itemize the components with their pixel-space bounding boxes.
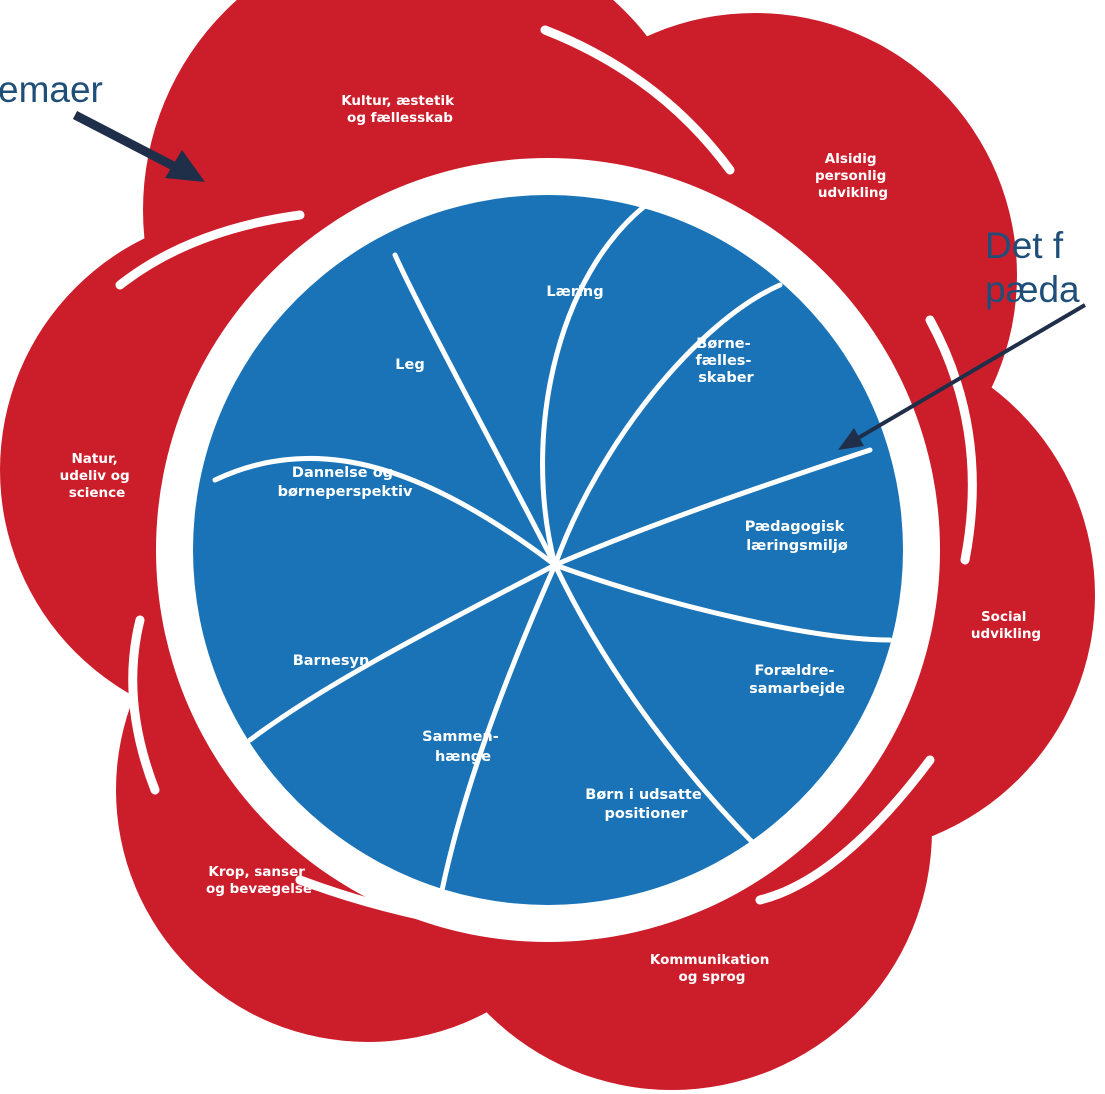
label-barnesyn: Barnesyn bbox=[293, 653, 370, 669]
callout-arrows bbox=[72, 111, 1087, 450]
inner-element-pinwheel bbox=[193, 192, 903, 905]
label-sammen: Sammen- hænge bbox=[422, 729, 504, 765]
label-leg: Leg bbox=[395, 357, 424, 373]
arrow-left-head bbox=[165, 150, 205, 182]
arrow-right-head bbox=[838, 428, 864, 450]
swirl-line-9 bbox=[392, 252, 558, 568]
label-foraeldre: Forældre- samarbejde bbox=[749, 663, 845, 697]
label-kultur: Kultur, æstetik og fællesskab bbox=[341, 93, 459, 126]
callout-foundation-line-1: Det f bbox=[985, 225, 1064, 266]
swirl-line-2 bbox=[552, 282, 783, 568]
label-paedagogisk: Pædagogisk læringsmiljø bbox=[745, 519, 850, 554]
arrow-right bbox=[851, 303, 1087, 443]
label-boern-udsatte: Børn i udsatte positioner bbox=[585, 787, 706, 822]
swirl-line-6 bbox=[437, 562, 558, 903]
callout-foundation-line-2: pæda bbox=[985, 269, 1080, 310]
element-labels: Læring Leg Børne- fælles- skaber Dannels… bbox=[278, 284, 850, 822]
label-natur: Natur, udeliv og science bbox=[60, 451, 135, 501]
label-kommunikation: Kommunikation og sprog bbox=[650, 952, 774, 985]
outer-petal-dividers bbox=[115, 25, 977, 930]
label-alsidig: Alsidig personlig udvikling bbox=[815, 151, 891, 201]
label-boernefaelles: Børne- fælles- skaber bbox=[696, 336, 757, 386]
callout-themes-text: emaer bbox=[0, 69, 103, 110]
label-laering: Læring bbox=[546, 284, 603, 300]
label-dannelse: Dannelse og børneperspektiv bbox=[278, 465, 413, 500]
arrow-left bbox=[72, 111, 188, 176]
swirl-line-3 bbox=[552, 447, 873, 568]
swirl-line-1 bbox=[540, 192, 663, 568]
swirl-line-4 bbox=[552, 562, 893, 643]
label-krop: Krop, sanser og bevægelse bbox=[206, 864, 312, 897]
callout-foundation-text: Det f pæda bbox=[985, 224, 1080, 312]
swirl-line-8 bbox=[212, 455, 558, 568]
swirl-line-7 bbox=[247, 562, 558, 743]
swirl-line-5 bbox=[552, 562, 763, 853]
theme-labels: Kultur, æstetik og fællesskab Alsidig pe… bbox=[60, 93, 1042, 985]
label-social: Social udvikling bbox=[971, 609, 1041, 642]
